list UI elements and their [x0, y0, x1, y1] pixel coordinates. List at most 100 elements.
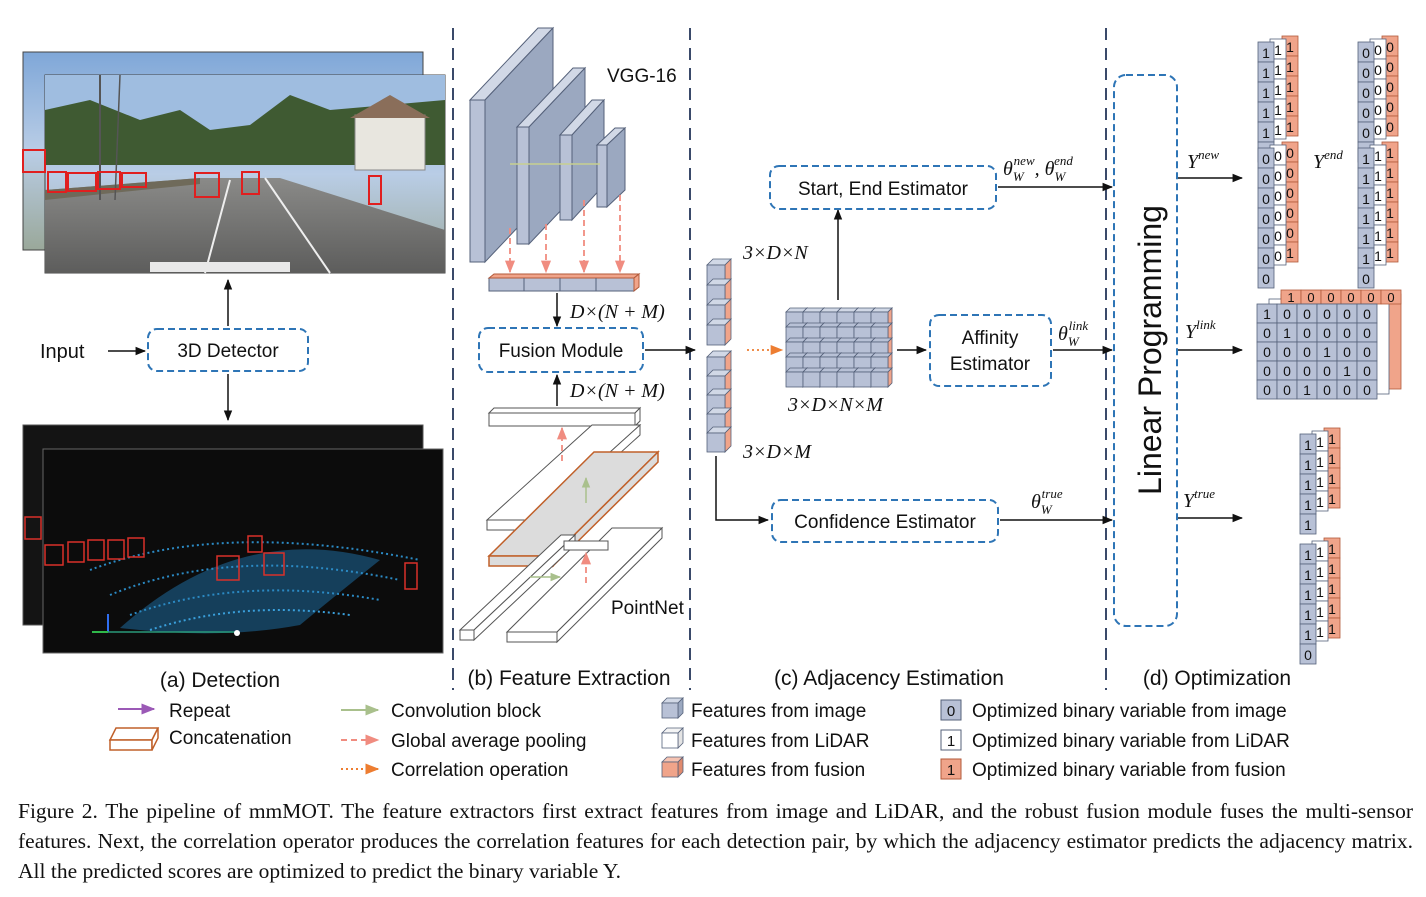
legend-gap: Global average pooling: [391, 731, 586, 752]
link-cell-value: 0: [1323, 363, 1331, 379]
matrix-cell-value: 1: [1304, 497, 1312, 513]
matrix-cell-value: 1: [1362, 151, 1370, 167]
matrix-cell-value: 1: [1328, 431, 1336, 447]
matrix-cell-value: 1: [1328, 451, 1336, 467]
link-cell-value: 0: [1283, 363, 1291, 379]
matrix-cell-value: 0: [1286, 185, 1294, 201]
link-strip-cell: [1380, 289, 1402, 305]
matrix-cell-value: 1: [1286, 39, 1294, 55]
matrix-cell-value: 1: [1274, 102, 1282, 118]
start-end-box: [769, 165, 997, 210]
legend-feat-lidar: Features from LiDAR: [691, 731, 869, 752]
affinity-label-2: Estimator: [950, 354, 1031, 375]
matrix-cell-value: 1: [1316, 564, 1324, 580]
legend-lidar-cube: [661, 727, 684, 749]
matrix-cell: [1257, 267, 1275, 289]
section-b-title: (b) Feature Extraction: [467, 667, 670, 690]
legend-image-cube: [661, 697, 684, 719]
dim-n-label: 3×D×N: [742, 242, 809, 264]
matrix-cell-value: 0: [1374, 82, 1382, 98]
link-strip-value: 0: [1387, 290, 1394, 305]
feature-stack-m: [706, 350, 732, 453]
pointnet-label: PointNet: [611, 598, 685, 619]
legend-opt-fusion-cell: [940, 758, 962, 780]
link-cell-value: 0: [1323, 382, 1331, 398]
matrix-cell-value: 1: [1374, 168, 1382, 184]
matrix-cell-value: 1: [1274, 82, 1282, 98]
matrix-cell-value: 1: [1262, 45, 1270, 61]
dim-image-label: D×(N + M): [569, 301, 665, 323]
link-cell-value: 1: [1323, 344, 1331, 360]
matrix-cell: [1299, 643, 1317, 665]
matrix-cell-value: 1: [1286, 245, 1294, 261]
section-d-title: (d) Optimization: [1143, 667, 1291, 690]
legend-feat-fusion: Features from fusion: [691, 760, 865, 781]
fusion-box: [478, 327, 644, 373]
feature-stack-n: [706, 258, 732, 346]
link-cell-value: 1: [1283, 325, 1291, 341]
matrix-cell-value: 0: [1286, 205, 1294, 221]
lp-box: [1113, 74, 1178, 627]
matrix-cell-value: 1: [1328, 491, 1336, 507]
vgg16-block: VGG-16 D×(N + M): [468, 26, 677, 328]
section-dividers: [452, 28, 1107, 690]
link-cell-value: 0: [1283, 382, 1291, 398]
matrix-cell-value: 1: [1362, 211, 1370, 227]
legend-corr: Correlation operation: [391, 760, 568, 781]
matrix-cell-value: 1: [1262, 65, 1270, 81]
matrix-cell-value: 1: [1374, 148, 1382, 164]
matrix-cell-value: 1: [1274, 122, 1282, 138]
link-cell-value: 0: [1263, 325, 1271, 341]
matrix-cell-value: 0: [1304, 647, 1312, 663]
matrix-cell-value: 0: [1274, 148, 1282, 164]
matrix-cell-value: 1: [1316, 454, 1324, 470]
link-cell-value: 1: [1343, 363, 1351, 379]
link-cell-value: 0: [1343, 306, 1351, 322]
link-cell-value: 0: [1343, 382, 1351, 398]
matrix-cell-value: 1: [1316, 604, 1324, 620]
matrix-cell-value: 0: [1374, 42, 1382, 58]
y-end: Yend: [1313, 147, 1343, 173]
matrix-cell-value: 1: [1286, 99, 1294, 115]
lidar-pointcloud-stack: [22, 424, 444, 654]
pointnet-block: PointNet: [458, 406, 685, 644]
link-strip-value: 0: [1367, 290, 1374, 305]
matrix-cell-value: 0: [1362, 105, 1370, 121]
matrix-cell-value: 1: [1262, 85, 1270, 101]
link-strip-value: 1: [1287, 290, 1294, 305]
dim-nm-label: 3×D×N×M: [787, 394, 884, 416]
link-cell-value: 0: [1363, 325, 1371, 341]
camera-image-stack: [22, 51, 446, 274]
matrix-cell-value: 1: [1286, 59, 1294, 75]
linear-programming: Linear Programming Ynew Yend Ylink Ytrue: [1113, 74, 1343, 627]
legend-opt-img: Optimized binary variable from image: [972, 701, 1287, 722]
matrix-cell-value: 0: [1274, 228, 1282, 244]
matrix-cell-value: 1: [1328, 581, 1336, 597]
matrix-cell-value: 1: [1374, 248, 1382, 264]
y-new: Ynew: [1187, 147, 1219, 173]
matrix-cell-value: 1: [1316, 584, 1324, 600]
link-strip-value: 0: [1347, 290, 1354, 305]
matrix-cell-value: 1: [1274, 42, 1282, 58]
matrix-cell-value: 0: [1286, 225, 1294, 241]
legend-opt-lidar-cell: [940, 729, 962, 751]
matrix-cell-value: 0: [1274, 188, 1282, 204]
detector-box: [147, 328, 309, 372]
legend-concat-icon: [108, 727, 160, 751]
matrix-cell-value: 1: [1362, 231, 1370, 247]
matrix-cell-value: 0: [1262, 211, 1270, 227]
matrix-cell-value: 1: [1304, 517, 1312, 533]
section-a-title: (a) Detection: [160, 669, 280, 692]
affinity-label-1: Affinity: [962, 328, 1019, 349]
fusion-module: Fusion Module D×(N + M): [478, 327, 697, 406]
matrix-cell-value: 1: [1374, 228, 1382, 244]
link-cell-value: 0: [1363, 306, 1371, 322]
link-cell-value: 0: [1363, 344, 1371, 360]
section-c-title: (c) Adjacency Estimation: [774, 667, 1004, 690]
matrix-cell-value: 1: [1304, 587, 1312, 603]
start-end-label: Start, End Estimator: [798, 179, 969, 200]
matrix-cell-value: 1: [1262, 105, 1270, 121]
